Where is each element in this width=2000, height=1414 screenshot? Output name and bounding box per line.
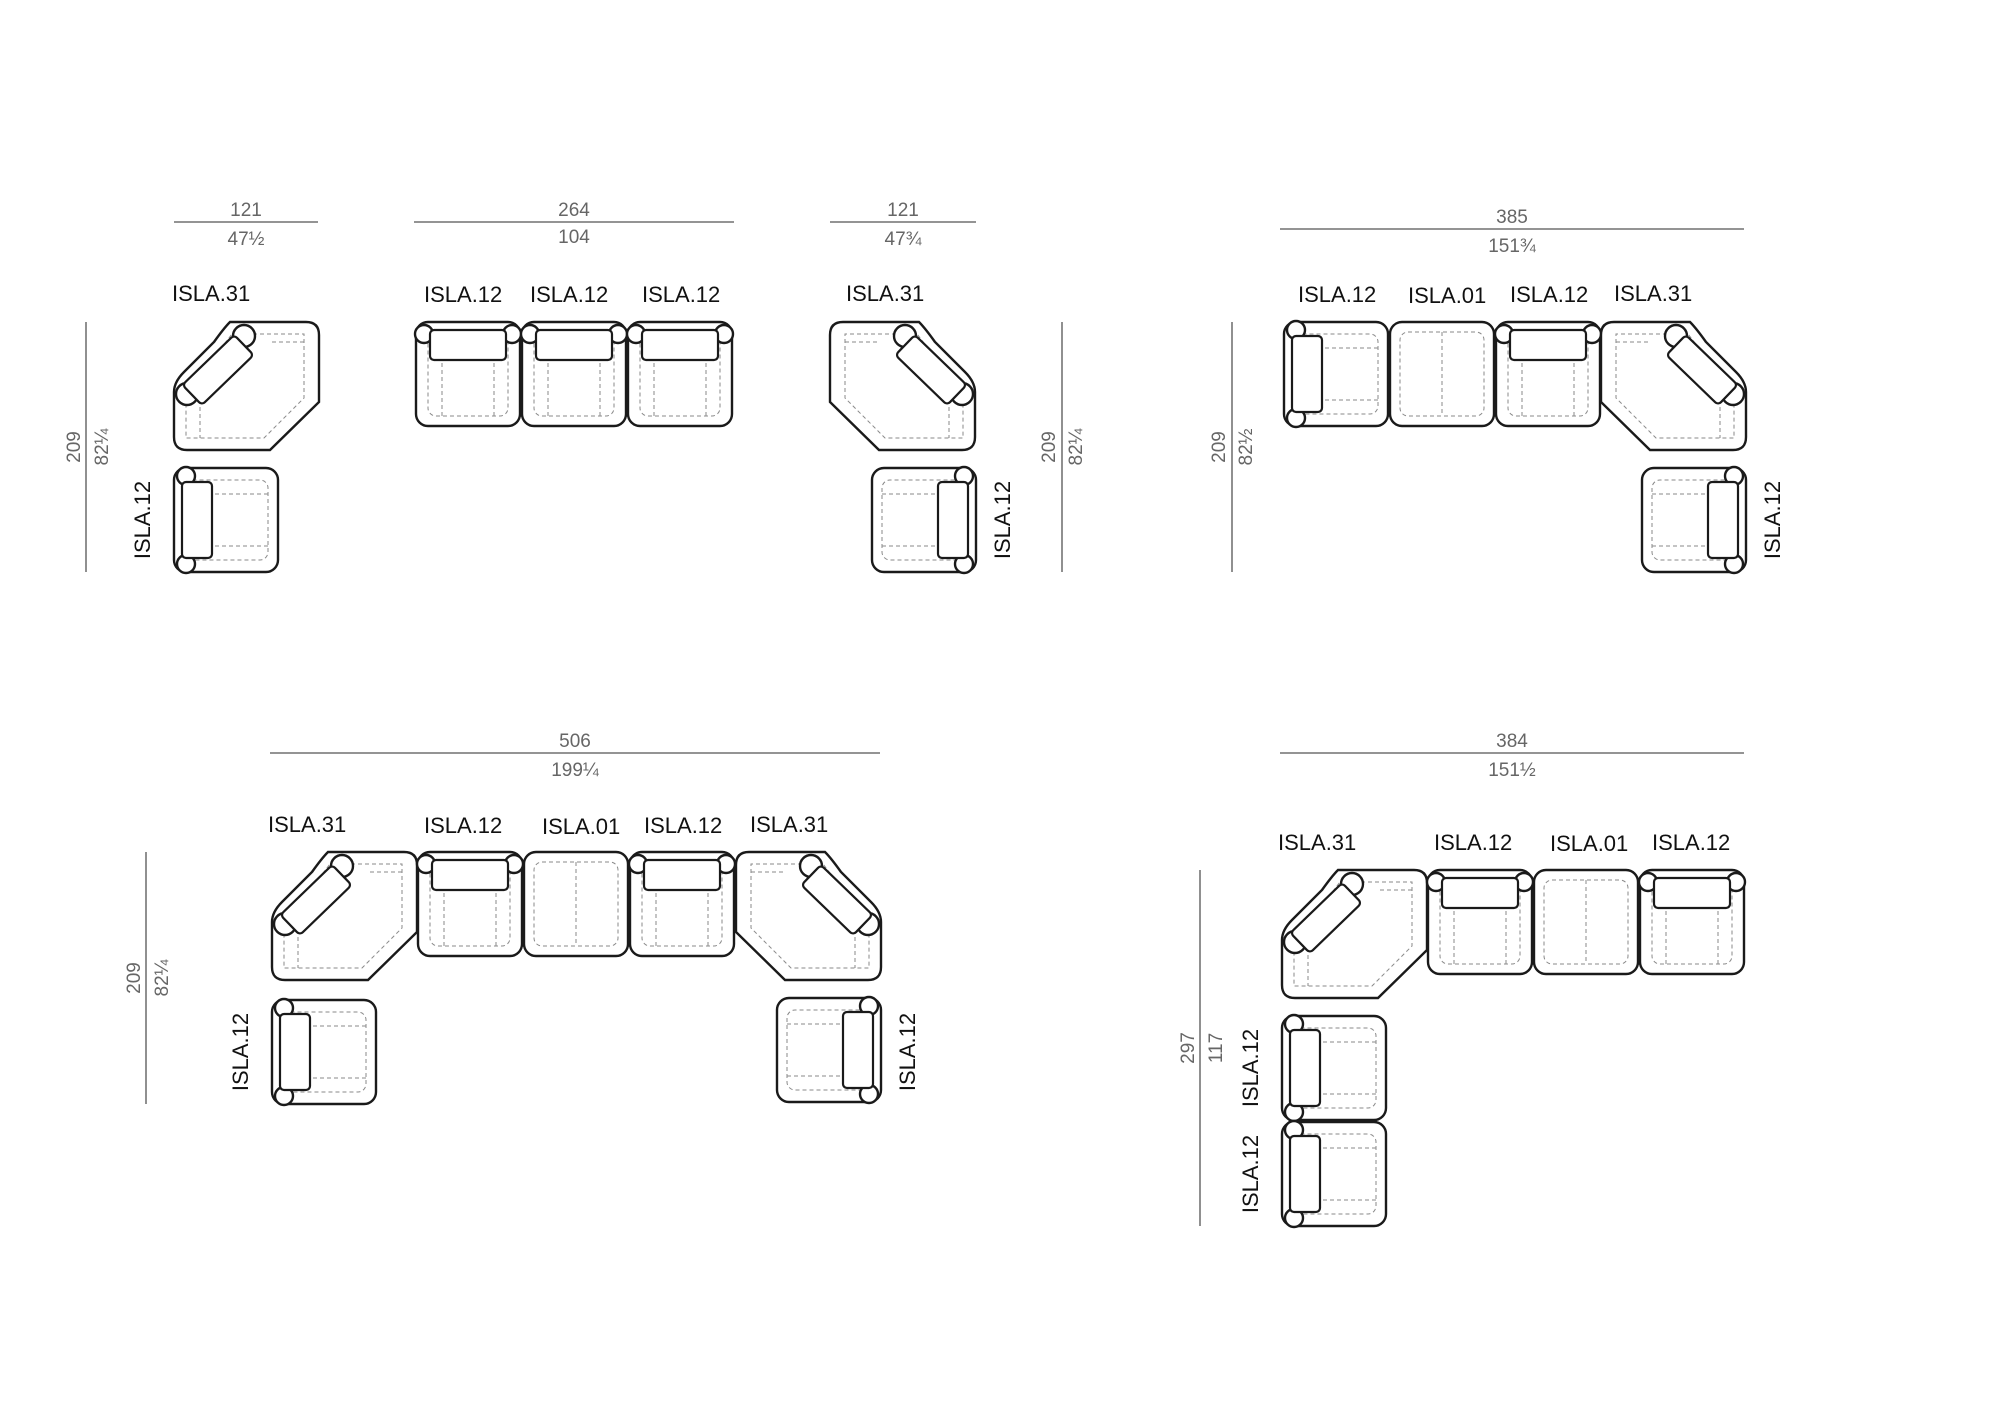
configuration-1: 121 47½ 209 82¼ ISLA.31 ISLA.12: [64, 200, 321, 575]
width-cm: 506: [559, 731, 591, 752]
width-in: 151¾: [1488, 236, 1537, 257]
module-label: ISLA.12: [1434, 830, 1512, 855]
corner-module: [1280, 868, 1429, 1000]
width-in: 104: [558, 227, 590, 248]
depth-cm: 297: [1178, 1032, 1199, 1064]
seat-module: [172, 465, 280, 575]
corner-module: [270, 850, 419, 982]
seat-module: [1425, 868, 1535, 976]
seat-module: [413, 320, 523, 428]
center-module: [1532, 868, 1640, 976]
module-label: ISLA.31: [846, 281, 924, 306]
width-cm: 385: [1496, 207, 1528, 228]
module-label: ISLA.31: [1614, 281, 1692, 306]
module-label: ISLA.01: [1408, 283, 1486, 308]
configuration-6: 384 151½ 297 117 ISLA.31 ISLA.12 ISLA.01…: [1178, 731, 1747, 1229]
depth-cm: 209: [1039, 431, 1060, 463]
seat-module: [519, 320, 629, 428]
depth-cm: 209: [1209, 431, 1230, 463]
module-label: ISLA.01: [542, 814, 620, 839]
configuration-3: 121 47¾ 209 82¼ ISLA.31 ISLA.12: [828, 200, 1087, 575]
module-label: ISLA.31: [268, 812, 346, 837]
module-label: ISLA.01: [1550, 831, 1628, 856]
depth-in: 82¼: [1066, 427, 1087, 465]
center-module: [522, 850, 630, 958]
module-label: ISLA.12: [1652, 830, 1730, 855]
corner-module: [828, 320, 977, 452]
depth-cm: 209: [64, 431, 85, 463]
module-label: ISLA.12: [228, 1013, 253, 1091]
seat-module: [625, 320, 735, 428]
module-label: ISLA.31: [750, 812, 828, 837]
seat-module: [1280, 1119, 1388, 1229]
depth-in: 82¼: [92, 427, 113, 465]
depth-in: 82¼: [152, 958, 173, 996]
seat-module: [1493, 320, 1603, 428]
module-label: ISLA.12: [990, 481, 1015, 559]
module-label: ISLA.12: [1510, 282, 1588, 307]
depth-in: 117: [1206, 1033, 1227, 1063]
seat-module: [1280, 1013, 1388, 1123]
module-label: ISLA.12: [895, 1013, 920, 1091]
module-label: ISLA.12: [130, 481, 155, 559]
module-label: ISLA.31: [1278, 830, 1356, 855]
width-cm: 121: [230, 200, 262, 221]
configuration-5: 506 199¼ 209 82¼ ISLA.31 ISLA.12 ISLA.01…: [124, 731, 920, 1107]
width-in: 199¼: [551, 760, 600, 781]
width-cm: 384: [1496, 731, 1528, 752]
width-cm: 264: [558, 200, 590, 221]
module-label: ISLA.12: [642, 282, 720, 307]
corner-module: [1599, 320, 1748, 452]
module-label: ISLA.12: [424, 282, 502, 307]
module-label: ISLA.12: [530, 282, 608, 307]
depth-in: 82½: [1236, 428, 1257, 465]
seat-module: [1637, 868, 1747, 976]
seat-module: [775, 995, 883, 1105]
module-label: ISLA.12: [1760, 481, 1785, 559]
seat-module: [627, 850, 737, 958]
corner-module: [172, 320, 321, 452]
depth-cm: 209: [124, 962, 145, 994]
module-label: ISLA.31: [172, 281, 250, 306]
configuration-2: 264 104 ISLA.12 ISLA.12 ISLA.12: [413, 200, 735, 428]
module-label: ISLA.12: [1238, 1135, 1263, 1213]
seat-module: [870, 465, 978, 575]
module-label: ISLA.12: [424, 813, 502, 838]
module-label: ISLA.12: [644, 813, 722, 838]
width-in: 151½: [1488, 760, 1536, 781]
center-module: [1388, 320, 1496, 428]
width-in: 47¾: [885, 229, 923, 250]
module-label: ISLA.12: [1238, 1029, 1263, 1107]
seat-module: [415, 850, 525, 958]
seat-module: [1282, 319, 1390, 429]
configuration-4: 385 151¾ 209 82½ ISLA.12 ISLA.01 ISLA.12…: [1209, 207, 1785, 575]
width-in: 47½: [228, 229, 265, 250]
seat-module: [1640, 465, 1748, 575]
corner-module: [734, 850, 883, 982]
width-cm: 121: [887, 200, 919, 221]
seat-module: [270, 997, 378, 1107]
module-label: ISLA.12: [1298, 282, 1376, 307]
